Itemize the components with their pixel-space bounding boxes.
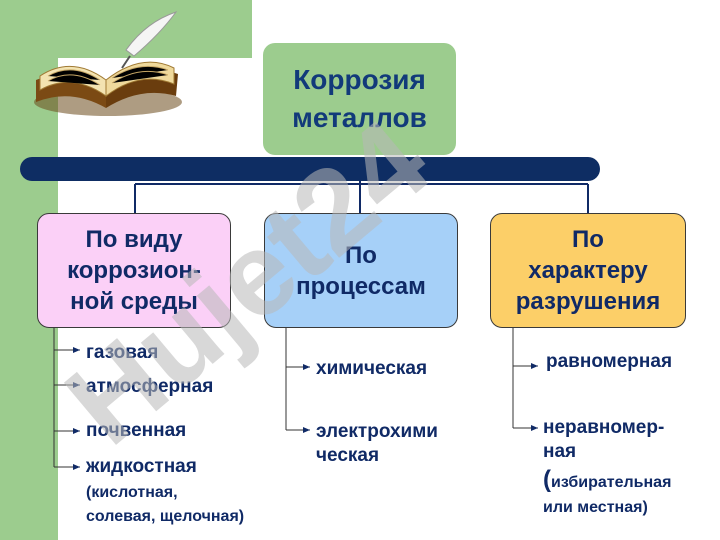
item-uniform: равномерная bbox=[546, 351, 673, 372]
item-nonuniform: неравномер- ная bbox=[543, 417, 665, 462]
item-atmospheric: атмосферная bbox=[86, 376, 214, 397]
item-soil: почвенная bbox=[86, 420, 187, 441]
category-environment: По виду коррозион- ной среды bbox=[37, 213, 231, 328]
item-liquid: жидкостная bbox=[86, 456, 197, 477]
note-text: избирательная или местная) bbox=[543, 474, 672, 516]
category-processes: По процессам bbox=[264, 213, 458, 328]
category-destruction: По характеру разрушения bbox=[490, 213, 686, 328]
diagram-title: Коррозия металлов bbox=[263, 43, 456, 155]
top-green-band bbox=[0, 0, 252, 58]
note-paren: ( bbox=[543, 466, 551, 493]
open-book-icon bbox=[34, 11, 182, 116]
item-liquid-note: (кислотная, солевая, щелочная) bbox=[86, 484, 245, 525]
item-nonuniform-note: (избирательная или местная) bbox=[543, 468, 671, 520]
item-electrochemical: электрохими ческая bbox=[316, 421, 438, 466]
item-gas: газовая bbox=[86, 342, 159, 363]
item-chemical: химическая bbox=[316, 358, 428, 379]
connector-bar bbox=[20, 157, 600, 181]
